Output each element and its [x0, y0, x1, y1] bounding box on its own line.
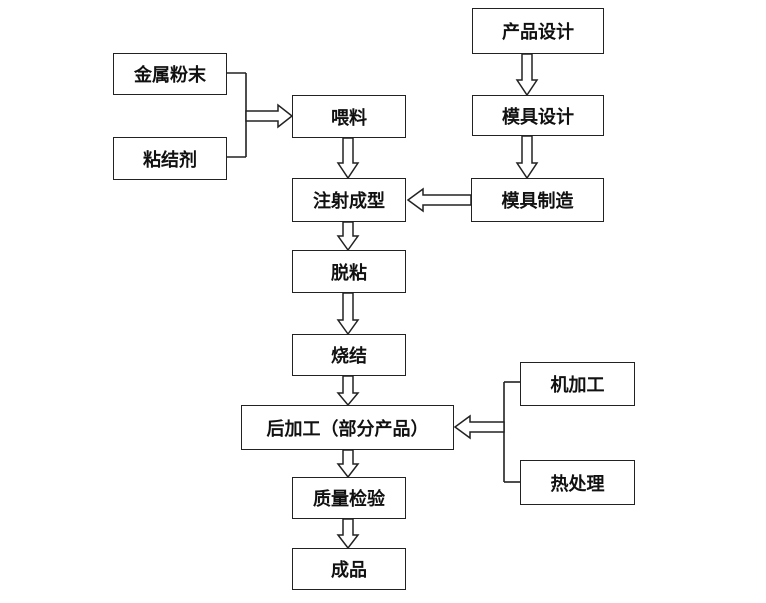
arrow-feedstock-to-molding [336, 137, 360, 180]
node-finished-product: 成品 [292, 548, 406, 590]
node-metal-powder: 金属粉末 [113, 53, 227, 95]
merge-bracket-left [227, 72, 247, 158]
arrow-materials-to-feedstock [245, 103, 294, 129]
arrow-treatments-to-postprocess [453, 414, 505, 440]
node-feedstock: 喂料 [292, 95, 406, 138]
arrow-inspection-to-product [336, 518, 360, 550]
node-mold-making: 模具制造 [471, 178, 604, 222]
node-machining: 机加工 [520, 362, 635, 406]
arrow-mold-making-to-molding [406, 187, 472, 213]
arrow-product-to-mold-design [515, 53, 539, 97]
node-heat-treatment: 热处理 [520, 460, 635, 505]
arrow-molding-to-debinding [336, 221, 360, 252]
node-binder: 粘结剂 [113, 137, 227, 180]
node-sintering: 烧结 [292, 334, 406, 376]
arrow-sintering-to-postprocess [336, 375, 360, 407]
node-post-processing: 后加工（部分产品） [241, 405, 454, 450]
node-mold-design: 模具设计 [472, 95, 604, 136]
arrow-debinding-to-sintering [336, 292, 360, 336]
arrow-postprocess-to-inspection [336, 449, 360, 479]
arrow-mold-design-to-mold-making [515, 135, 539, 180]
node-injection-molding: 注射成型 [292, 178, 406, 222]
merge-bracket-right [503, 381, 520, 483]
node-quality-inspection: 质量检验 [292, 477, 406, 519]
node-debinding: 脱粘 [292, 250, 406, 293]
node-product-design: 产品设计 [472, 8, 604, 54]
